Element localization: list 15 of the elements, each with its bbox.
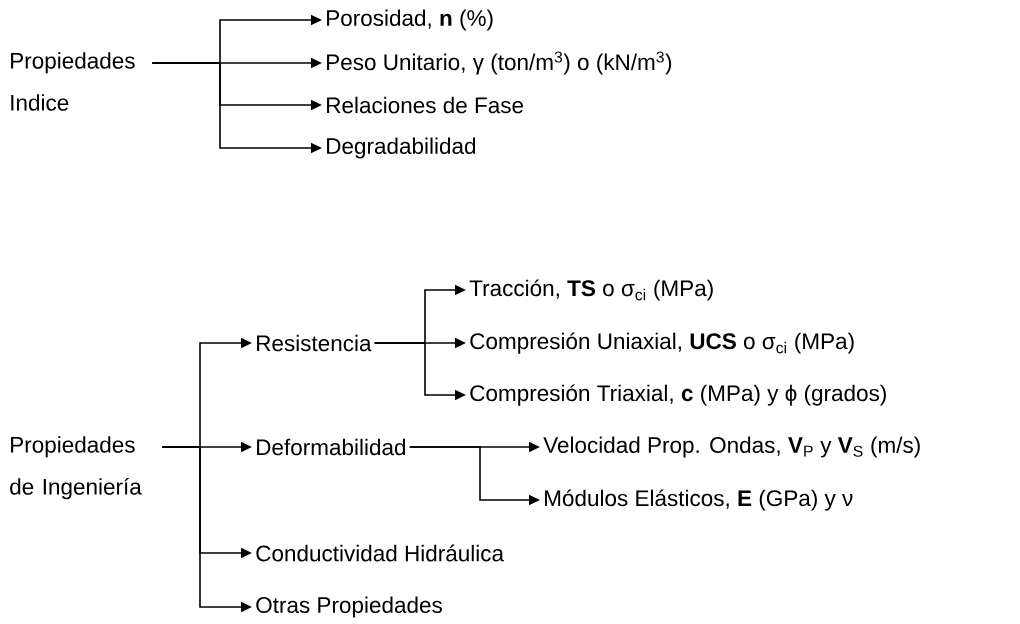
text-label: Propiedades Indice xyxy=(11,52,135,111)
text-label: Porosidad, n (%) xyxy=(327,9,493,31)
text-label: Conductividad Hidráulica xyxy=(256,544,504,562)
text-label: Relaciones de Fase xyxy=(327,96,523,114)
text-label: Módulos Elásticos, E (GPa) y ν xyxy=(545,489,853,511)
text-label: Resistencia xyxy=(257,334,372,352)
text-label: Deformabilidad xyxy=(257,438,406,456)
text-label: Peso Unitario, γ (ton/m$^{3}$) o (kN/m$^{3}$) xyxy=(327,51,672,75)
text-label: Velocidad Prop. Ondas, V$_{P}$ y V$_{S}$ (m/s) xyxy=(543,436,920,458)
text-label: Compresión Triaxial, c (MPa) y ϕ (grados) xyxy=(470,384,886,406)
text-label: Propiedades de Ingeniería xyxy=(10,436,142,500)
text-label: Degradabilidad xyxy=(327,137,476,159)
text-label: Tracción, TS o σ$_{ci}$ (MPa) xyxy=(469,279,713,301)
text-label: Compresión Uniaxial, UCS o σ$_{ci}$ (MPa) xyxy=(470,332,854,354)
text-label: Otras Propiedades xyxy=(256,596,442,618)
